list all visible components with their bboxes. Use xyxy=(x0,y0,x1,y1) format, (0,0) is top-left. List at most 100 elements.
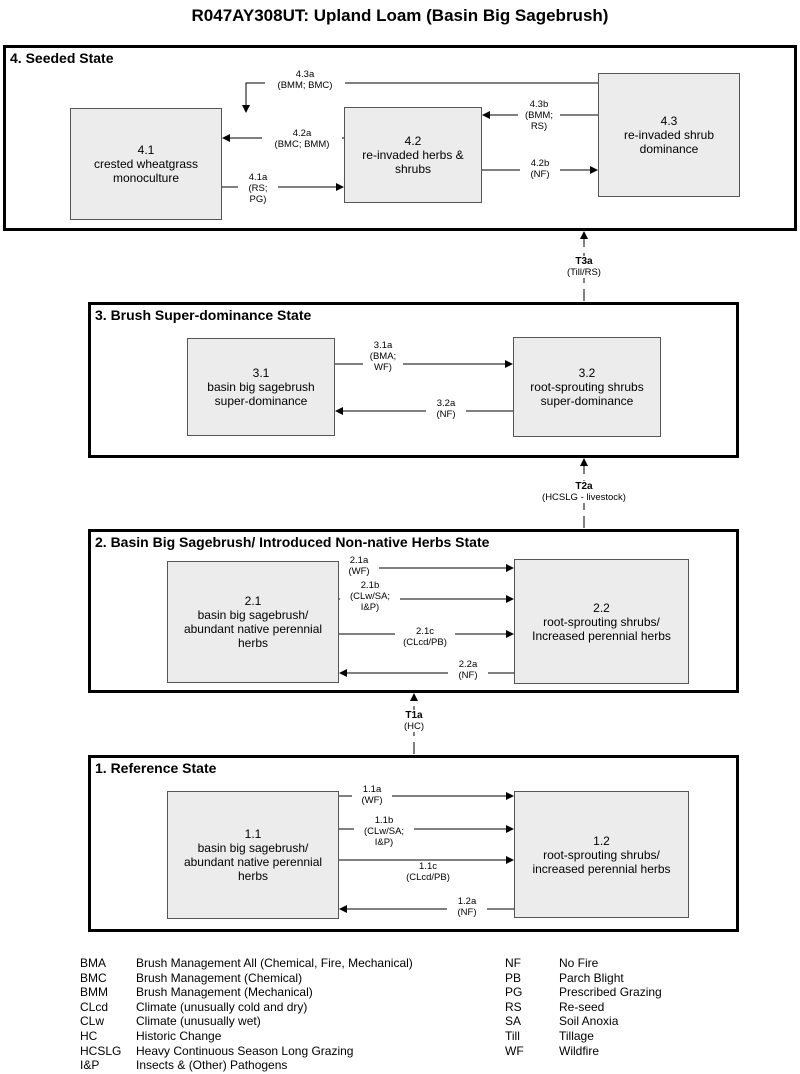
legend-code: Till xyxy=(505,1028,520,1043)
pathway-cause: (BMM; xyxy=(525,110,553,121)
pathway-cause: (NF) xyxy=(458,670,478,681)
pathway-cause: I&P) xyxy=(360,602,380,613)
legend-row: CLcd Climate (unusually cold and dry) xyxy=(80,1000,413,1015)
phase-line: basin big sagebrush xyxy=(207,380,315,394)
phase-line: herbs xyxy=(237,869,269,883)
state-title: 1. Reference State xyxy=(95,760,217,776)
pathway-label-3-2a: 3.2a (NF) xyxy=(426,398,466,420)
legend-code: PB xyxy=(505,970,522,985)
pathway-code: 3.2a xyxy=(436,398,456,409)
legend-desc: Brush Management All (Chemical, Fire, Me… xyxy=(136,956,413,970)
pathway-code: 1.1b xyxy=(374,815,394,826)
phase-line: abundant native perennial xyxy=(183,855,323,869)
legend-desc: Soil Anoxia xyxy=(559,1014,619,1029)
pathway-label-4-2a: 4.2a (BMC; BMM) xyxy=(262,128,342,150)
phase-id: 2.2 xyxy=(593,600,610,615)
legend-row: CLw Climate (unusually wet) xyxy=(80,1014,413,1029)
legend-code: I&P xyxy=(80,1058,100,1073)
pathway-cause: (CLcd/PB) xyxy=(403,637,447,648)
pathway-cause: WF) xyxy=(374,362,392,373)
pathway-code: 1.1a xyxy=(362,784,382,795)
phase-line: Increased perennial herbs xyxy=(532,628,671,643)
legend-code: CLcd xyxy=(80,999,109,1014)
phase-line: root-sprouting shrubs/ xyxy=(543,847,660,862)
transition-code: T2a xyxy=(575,481,593,492)
pathway-label-2-1a: 2.1a (WF) xyxy=(339,555,379,577)
phase-line: crested wheatgrass xyxy=(93,157,199,171)
phase-1-2: 1.2 root-sprouting shrubs/ increased per… xyxy=(514,791,689,918)
legend-desc: Tillage xyxy=(559,1028,594,1043)
legend-desc: Heavy Continuous Season Long Grazing xyxy=(136,1043,354,1058)
pathway-cause: (NF) xyxy=(436,409,456,420)
phase-1-1: 1.1 basin big sagebrush/ abundant native… xyxy=(167,791,339,919)
legend-code: PG xyxy=(505,985,523,1000)
phase-id: 2.1 xyxy=(244,594,262,608)
pathway-cause: (CLw/SA; xyxy=(363,826,405,837)
phase-line: root-sprouting shrubs xyxy=(530,380,644,394)
pathway-code: 2.1a xyxy=(349,555,369,566)
phase-line: basin big sagebrush/ xyxy=(197,841,309,855)
pathway-cause: PG) xyxy=(249,194,267,205)
legend-code: BMM xyxy=(80,985,108,1000)
pathway-label-4-1a: 4.1a (RS; PG) xyxy=(238,172,278,205)
phase-4-2: 4.2 re-invaded herbs & shrubs xyxy=(344,107,482,203)
phase-line: dominance xyxy=(639,142,699,156)
pathway-label-2-2a: 2.2a (NF) xyxy=(448,659,488,681)
legend-desc: Prescribed Grazing xyxy=(559,985,662,1000)
legend-desc: Climate (unusually cold and dry) xyxy=(136,999,308,1014)
phase-2-2: 2.2 root-sprouting shrubs/ Increased per… xyxy=(514,559,689,684)
pathway-label-2-1b: 2.1b (CLw/SA; I&P) xyxy=(340,580,400,613)
state-title: 4. Seeded State xyxy=(10,50,114,66)
pathway-code: 2.1c xyxy=(416,626,434,637)
legend-row: PB Parch Blight xyxy=(505,971,662,986)
legend-desc: No Fire xyxy=(559,956,599,970)
legend-desc: Insects & (Other) Pathogens xyxy=(136,1058,288,1073)
pathway-label-4-3a: 4.3a (BMM; BMC) xyxy=(265,69,345,91)
transition-label-t2a: T2a (HCSLG - livestock) xyxy=(524,481,644,503)
pathway-code: 1.2a xyxy=(457,896,477,907)
legend-code: HC xyxy=(80,1028,98,1043)
pathway-label-2-1c: 2.1c (CLcd/PB) xyxy=(395,626,455,648)
pathway-label-1-1a: 1.1a (WF) xyxy=(352,784,392,806)
phase-id: 4.2 xyxy=(404,134,422,148)
phase-id: 4.1 xyxy=(137,143,155,157)
legend-code: BMC xyxy=(80,970,107,985)
transition-label-t3a: T3a (Till/RS) xyxy=(544,256,624,278)
phase-line: herbs xyxy=(237,636,269,650)
pathway-cause: (CLw/SA; xyxy=(349,591,391,602)
pathway-label-1-1b: 1.1b (CLw/SA; I&P) xyxy=(354,815,414,848)
transition-code: T1a xyxy=(405,710,423,721)
transition-label-t1a: T1a (HC) xyxy=(389,710,439,732)
pathway-cause: (BMA; xyxy=(369,351,397,362)
pathway-cause: RS) xyxy=(530,121,548,132)
phase-line: shrubs xyxy=(394,162,432,176)
pathway-label-3-1a: 3.1a (BMA; WF) xyxy=(363,340,403,373)
pathway-cause: I&P) xyxy=(374,837,394,848)
legend-desc: Brush Management (Mechanical) xyxy=(136,985,313,1000)
transition-code: T3a xyxy=(575,256,593,267)
legend-desc: Wildfire xyxy=(559,1043,600,1058)
phase-3-2: 3.2 root-sprouting shrubs super-dominanc… xyxy=(513,337,661,437)
legend-desc: Parch Blight xyxy=(559,970,624,985)
phase-line: re-invaded herbs & xyxy=(362,148,464,162)
legend-code: CLw xyxy=(80,1014,105,1029)
legend-row: PG Prescribed Grazing xyxy=(505,985,662,1000)
legend-desc: Climate (unusually wet) xyxy=(136,1014,261,1029)
legend-code: RS xyxy=(505,999,522,1014)
pathway-label-1-1c: 1.1c (CLcd/PB) xyxy=(398,861,458,883)
pathway-label-4-3b: 4.3b (BMM; RS) xyxy=(518,99,560,132)
pathway-cause: (RS; xyxy=(248,183,268,194)
pathway-code: 4.2a xyxy=(292,128,312,139)
pathway-label-1-2a: 1.2a (NF) xyxy=(447,896,487,918)
transition-cause: (HC) xyxy=(403,721,425,732)
legend-row: I&P Insects & (Other) Pathogens xyxy=(80,1058,413,1073)
phase-line: basin big sagebrush/ xyxy=(197,608,309,622)
